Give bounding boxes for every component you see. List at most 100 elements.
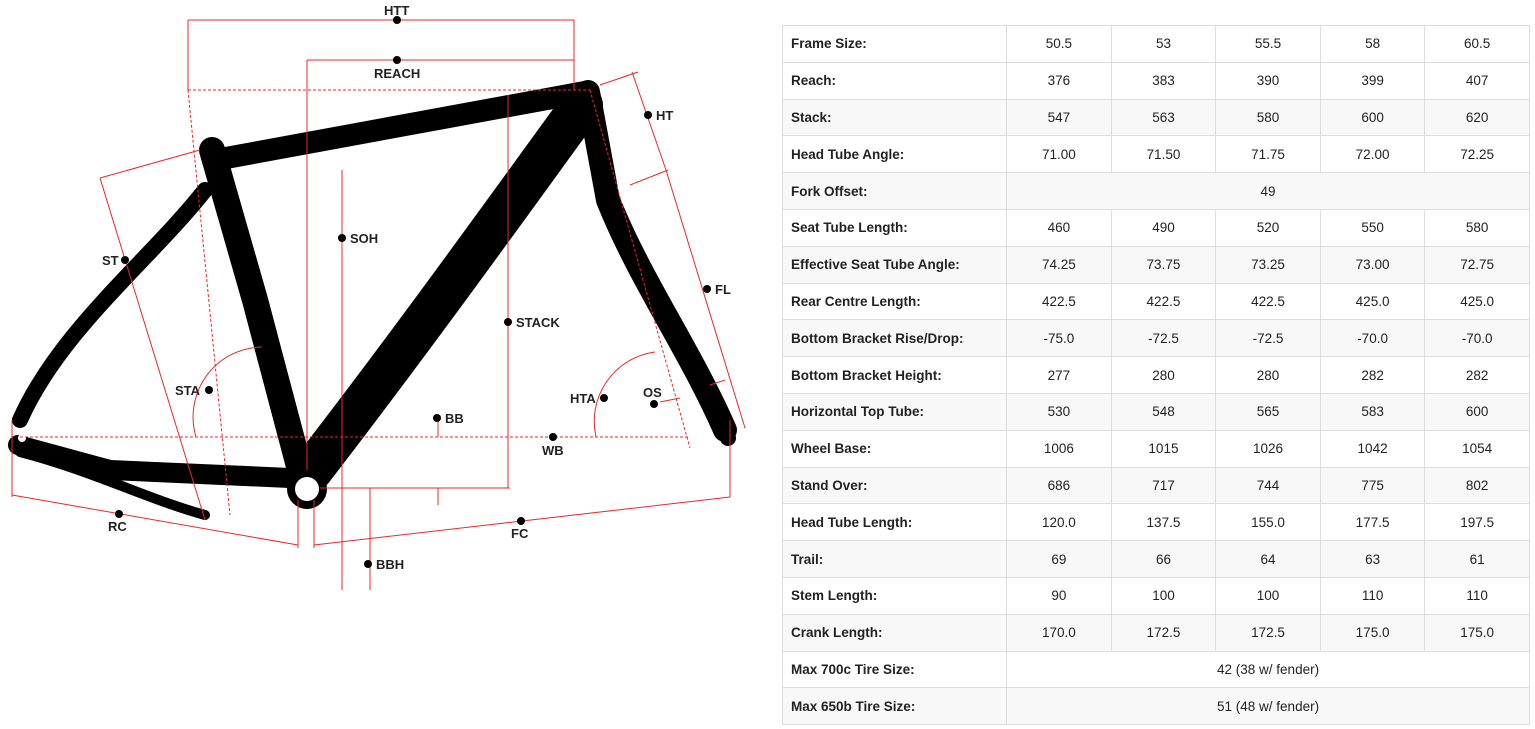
row-value: 73.00	[1319, 245, 1426, 284]
row-value: -72.5	[1215, 319, 1321, 358]
row-value: 282	[1424, 356, 1530, 394]
row-value: -70.0	[1424, 319, 1530, 358]
row-value: 422.5	[1215, 282, 1321, 321]
row-value: 64	[1215, 540, 1321, 578]
row-value: 1006	[1006, 429, 1112, 468]
row-value: 717	[1110, 466, 1217, 505]
row-value: 620	[1424, 98, 1530, 137]
row-value: 120.0	[1006, 503, 1112, 542]
chainstay-lower	[15, 447, 210, 520]
row-value: 583	[1319, 392, 1426, 431]
row-value: 170.0	[1006, 613, 1112, 652]
table-row: Max 650b Tire Size:51 (48 w/ fender)	[781, 687, 1530, 726]
head-tube-fork	[576, 80, 737, 442]
row-value: 600	[1319, 98, 1426, 137]
row-label: Stem Length:	[781, 576, 1008, 615]
row-value: 1026	[1215, 429, 1321, 468]
label-htt: HTT	[384, 3, 409, 24]
label-rc: RC	[108, 510, 127, 534]
size-header: 58	[1319, 25, 1426, 63]
row-value: 72.75	[1424, 245, 1530, 284]
row-value: 520	[1215, 208, 1321, 247]
row-value: -72.5	[1110, 319, 1217, 358]
row-value: 600	[1424, 392, 1530, 431]
dimension-lines	[11, 19, 746, 590]
seat-stay	[12, 182, 213, 428]
svg-text:HTT: HTT	[384, 3, 409, 18]
row-value: 71.00	[1006, 135, 1112, 174]
chainstay	[8, 435, 300, 488]
row-value: -70.0	[1319, 319, 1426, 358]
label-os: OS	[643, 385, 662, 408]
table-row: Max 700c Tire Size:42 (38 w/ fender)	[781, 650, 1530, 689]
row-label: Crank Length:	[781, 613, 1008, 652]
row-label: Head Tube Length:	[781, 503, 1008, 542]
row-value: 172.5	[1110, 613, 1217, 652]
row-value: 460	[1006, 208, 1112, 247]
row-label: Max 650b Tire Size:	[781, 687, 1008, 726]
label-st: ST	[102, 253, 129, 268]
row-value: 172.5	[1215, 613, 1321, 652]
svg-text:BBH: BBH	[376, 557, 404, 572]
row-value: 282	[1319, 356, 1426, 394]
row-value: 280	[1110, 356, 1217, 394]
row-value: 376	[1006, 61, 1112, 100]
row-value: 547	[1006, 98, 1112, 137]
dimension-labels: HTT REACH HT ST SOH STACK FL STA HTA OS …	[102, 3, 731, 572]
label-stack: STACK	[504, 315, 560, 330]
svg-text:FC: FC	[511, 526, 529, 541]
row-value: 744	[1215, 466, 1321, 505]
row-value: 137.5	[1110, 503, 1217, 542]
row-label: Horizontal Top Tube:	[781, 392, 1008, 431]
row-value: 177.5	[1319, 503, 1426, 542]
row-value: 100	[1215, 576, 1321, 615]
row-value: 530	[1006, 392, 1112, 431]
seat-tube	[199, 137, 313, 483]
row-value: 277	[1006, 356, 1112, 394]
label-hta: HTA	[570, 391, 608, 406]
row-value: 66	[1110, 540, 1217, 578]
row-label: Fork Offset:	[781, 172, 1008, 210]
label-bbh: BBH	[364, 557, 404, 572]
label-wb: WB	[542, 433, 564, 458]
label-fl: FL	[703, 282, 731, 297]
down-tube	[291, 84, 603, 491]
row-label: Frame Size:	[781, 25, 1008, 63]
svg-text:BB: BB	[445, 411, 464, 426]
row-label: Head Tube Angle:	[781, 135, 1008, 174]
row-value: 425.0	[1424, 282, 1530, 321]
row-value: 61	[1424, 540, 1530, 578]
row-label: Rear Centre Length:	[781, 282, 1008, 321]
row-value: 490	[1110, 208, 1217, 247]
row-label: Stack:	[781, 98, 1008, 137]
row-value: 802	[1424, 466, 1530, 505]
geometry-table: Frame Size: 50.5 53 55.5 58 60.5 Reach:3…	[781, 25, 1530, 726]
label-reach: REACH	[374, 56, 420, 81]
row-label: Seat Tube Length:	[781, 208, 1008, 247]
row-value: 42 (38 w/ fender)	[1006, 650, 1530, 689]
row-value: 1054	[1424, 429, 1530, 468]
label-bb: BB	[433, 411, 464, 426]
row-value: 197.5	[1424, 503, 1530, 542]
table-row: Fork Offset:49	[781, 172, 1530, 210]
row-label: Bottom Bracket Rise/Drop:	[781, 319, 1008, 358]
row-label: Stand Over:	[781, 466, 1008, 505]
row-value: 399	[1319, 61, 1426, 100]
label-fc: FC	[511, 517, 529, 541]
row-label: Reach:	[781, 61, 1008, 100]
row-value: 72.00	[1319, 135, 1426, 174]
svg-text:ST: ST	[102, 253, 119, 268]
svg-text:REACH: REACH	[374, 66, 420, 81]
row-value: 1015	[1110, 429, 1217, 468]
row-value: 580	[1424, 208, 1530, 247]
svg-text:FL: FL	[715, 282, 731, 297]
